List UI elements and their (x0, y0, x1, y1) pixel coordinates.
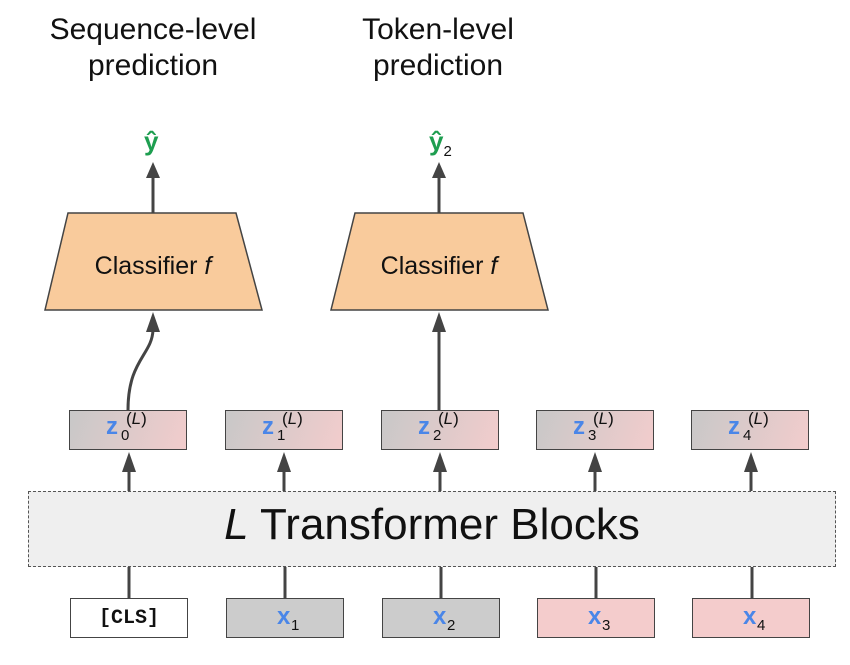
title-line: prediction (372, 49, 504, 82)
x-symbol: x (588, 603, 602, 630)
title-token-level: Token-level prediction (298, 12, 578, 84)
arrow-z0-classifier (126, 329, 155, 411)
x-subscript: 4 (757, 617, 766, 634)
z-symbol: z (573, 413, 585, 440)
transformer-blocks: L Transformer Blocks (28, 491, 836, 567)
z-superscript: (L) (748, 409, 769, 428)
x-symbol: x (433, 603, 447, 630)
transformer-text: Transformer Blocks (248, 500, 640, 549)
x-subscript: 3 (602, 617, 611, 634)
z-symbol: z (728, 413, 740, 440)
output-y-hat: ŷ (144, 126, 158, 157)
output-symbol: ŷ (429, 126, 444, 156)
title-line: Token-level (362, 13, 514, 46)
classifier-function: f (490, 252, 498, 280)
layer-var: L (131, 409, 142, 428)
classifier-label: Classifier (380, 252, 491, 280)
z-superscript: (L) (126, 409, 147, 428)
x-subscript: 2 (447, 617, 456, 634)
z-symbol: z (418, 413, 430, 440)
z-superscript: (L) (438, 409, 459, 428)
x-symbol: x (743, 603, 757, 630)
layer-count-var: L (224, 500, 249, 549)
x-subscript: 1 (291, 617, 300, 634)
z-symbol: z (106, 413, 118, 440)
z-symbol: z (262, 413, 274, 440)
output-y-hat-2: ŷ2 (429, 126, 452, 160)
title-line: Sequence-level (49, 13, 257, 46)
output-symbol: ŷ (144, 126, 159, 156)
x-symbol: x (277, 603, 291, 630)
transformer-label: L Transformer Blocks (29, 500, 835, 550)
classifier-shape-sequence (44, 212, 263, 311)
layer-var: L (598, 409, 609, 428)
z-subscript: 2 (433, 427, 442, 444)
layer-var: L (287, 409, 298, 428)
layer-var: L (753, 409, 764, 428)
z-subscript: 4 (743, 427, 752, 444)
z-subscript: 3 (588, 427, 597, 444)
output-subscript: 2 (443, 143, 452, 161)
z-superscript: (L) (593, 409, 614, 428)
classifier-sequence: Classifier f (43, 252, 263, 281)
cls-label: [CLS] (98, 607, 159, 630)
z-subscript: 1 (277, 427, 286, 444)
layer-var: L (443, 409, 454, 428)
input-token-cls: [CLS] (70, 598, 188, 638)
title-line: prediction (87, 49, 219, 82)
title-sequence-level: Sequence-level prediction (13, 12, 293, 84)
z-superscript: (L) (282, 409, 303, 428)
classifier-token: Classifier f (329, 252, 549, 281)
classifier-label: Classifier (94, 252, 205, 280)
classifier-shape-token (330, 212, 549, 311)
z-subscript: 0 (121, 427, 130, 444)
classifier-function: f (204, 252, 212, 280)
